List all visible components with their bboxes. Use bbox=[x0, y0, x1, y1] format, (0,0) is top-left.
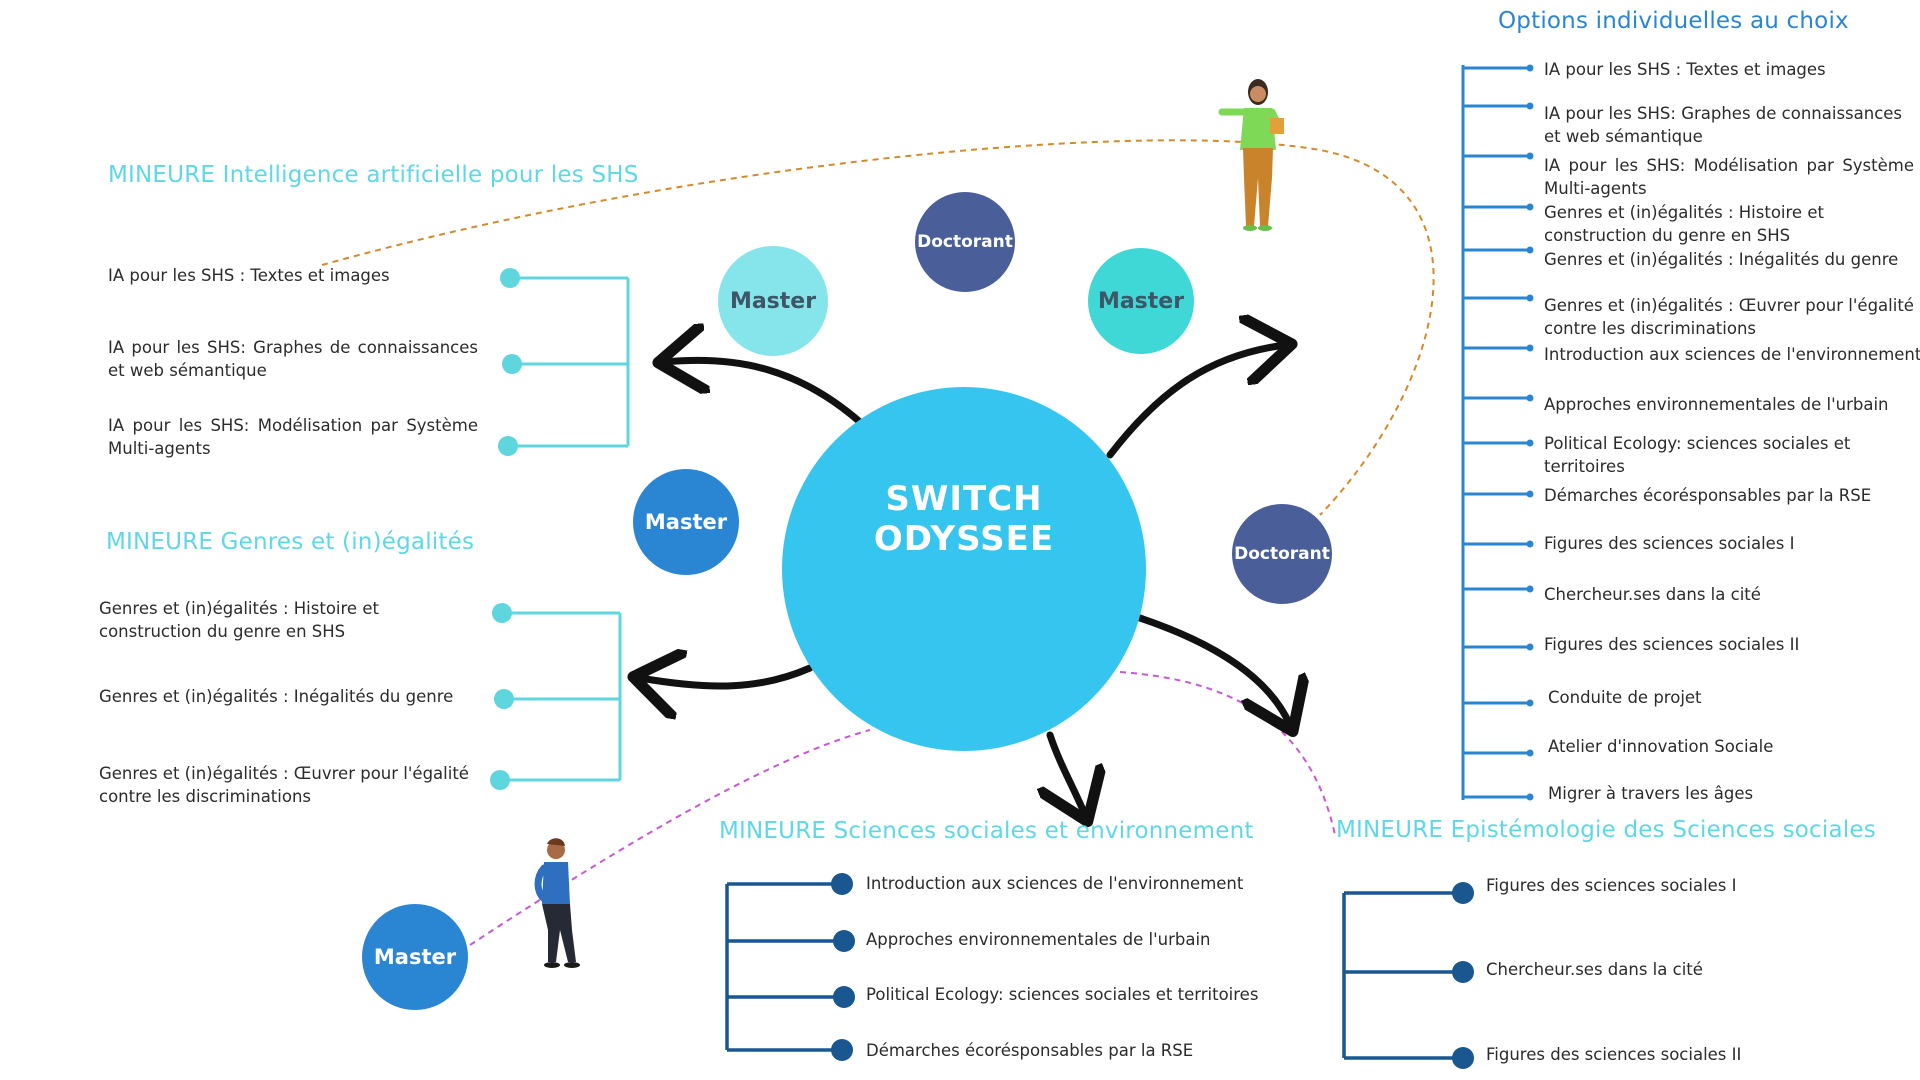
option-item: Political Ecology: sciences sociales et … bbox=[1544, 434, 1851, 476]
option-bullet bbox=[1526, 294, 1534, 302]
env-bullet bbox=[831, 1039, 853, 1061]
option-item: IA pour les SHS: Graphes de connaissance… bbox=[1544, 104, 1903, 146]
ia-bullet bbox=[498, 436, 518, 456]
minor-epist-item: Figures des sciences sociales II bbox=[1486, 1045, 1742, 1064]
arrow-to-epistemologie bbox=[1136, 614, 1290, 725]
option-bullet bbox=[1526, 152, 1534, 160]
genres-bullet bbox=[490, 770, 510, 790]
option-item: Genres et (in)égalités : Inégalités du g… bbox=[1544, 250, 1899, 269]
genres-bracket bbox=[490, 603, 622, 790]
man-figure-illustration bbox=[534, 838, 580, 968]
env-bullet bbox=[833, 930, 855, 952]
option-bullet bbox=[1526, 394, 1534, 402]
ia-bullet bbox=[500, 268, 520, 288]
option-bullet bbox=[1526, 246, 1534, 254]
option-item: Chercheur.ses dans la cité bbox=[1544, 585, 1761, 604]
option-item: Conduite de projet bbox=[1548, 688, 1702, 707]
genres-bullet bbox=[494, 689, 514, 709]
ia-bullet bbox=[502, 354, 522, 374]
option-item: Démarches écorésponsables par la RSE bbox=[1544, 486, 1872, 505]
minor-ia-item: IA pour les SHS: Graphes de connaissance… bbox=[108, 338, 478, 380]
option-item: Introduction aux sciences de l'environne… bbox=[1544, 345, 1920, 364]
option-item: Genres et (in)égalités : Œuvrer pour l'é… bbox=[1544, 296, 1914, 338]
minor-env-item: Approches environnementales de l'urbain bbox=[866, 930, 1211, 949]
dashed-connector-epist bbox=[1119, 671, 1336, 836]
minor-epist-title: MINEURE Epistémologie des Sciences socia… bbox=[1336, 817, 1876, 843]
master-node-bottom-left: Master bbox=[362, 904, 468, 1010]
switch-odyssee-center: SWITCH ODYSSEE bbox=[782, 387, 1146, 751]
option-item: IA pour les SHS : Textes et images bbox=[1544, 60, 1826, 79]
minor-env-item: Démarches écorésponsables par la RSE bbox=[866, 1041, 1194, 1060]
minor-epist-item: Chercheur.ses dans la cité bbox=[1486, 960, 1703, 979]
option-item: Migrer à travers les âges bbox=[1548, 784, 1754, 803]
env-bullet bbox=[831, 873, 853, 895]
option-bullet bbox=[1526, 699, 1534, 707]
env-bracket bbox=[725, 873, 855, 1061]
minor-env-item: Political Ecology: sciences sociales et … bbox=[866, 985, 1259, 1004]
minor-genres-item: Genres et (in)égalités : Œuvrer pour l'é… bbox=[99, 764, 469, 806]
option-bullet bbox=[1526, 793, 1534, 801]
option-bullet bbox=[1526, 344, 1534, 352]
epist-bracket bbox=[1342, 882, 1474, 1069]
option-bullet bbox=[1526, 490, 1534, 498]
option-item: IA pour les SHS: Modélisation par Systèm… bbox=[1544, 156, 1914, 198]
option-bullet bbox=[1526, 102, 1534, 110]
options-title: Options individuelles au choix bbox=[1498, 8, 1849, 34]
master-node-left: Master bbox=[633, 469, 739, 575]
arrow-to-environment bbox=[1050, 731, 1085, 815]
center-title-line2: ODYSSEE bbox=[873, 519, 1055, 559]
option-item: Figures des sciences sociales I bbox=[1544, 534, 1795, 553]
minor-epist-item: Figures des sciences sociales I bbox=[1486, 876, 1737, 895]
option-item: Atelier d'innovation Sociale bbox=[1548, 737, 1774, 756]
minor-ia-item: IA pour les SHS : Textes et images bbox=[108, 266, 390, 285]
option-bullet bbox=[1526, 643, 1534, 651]
genres-bullet bbox=[492, 603, 512, 623]
minor-ia-item: IA pour les SHS: Modélisation par Systèm… bbox=[108, 416, 478, 458]
ia-bracket bbox=[498, 268, 630, 456]
option-bullet bbox=[1526, 585, 1534, 593]
option-bullet bbox=[1526, 203, 1534, 211]
option-item: Approches environnementales de l'urbain bbox=[1544, 395, 1889, 414]
minor-env-item: Introduction aux sciences de l'environne… bbox=[866, 874, 1244, 893]
arrow-to-ia bbox=[665, 360, 864, 426]
env-bullet bbox=[833, 986, 855, 1008]
doctorant-node-right: Doctorant bbox=[1232, 504, 1332, 604]
master-node-top-left: Master bbox=[718, 246, 828, 356]
epist-bullet bbox=[1452, 882, 1474, 904]
epist-bullet bbox=[1452, 961, 1474, 983]
options-bracket bbox=[1461, 64, 1534, 801]
doctorant-node-top: Doctorant bbox=[915, 192, 1015, 292]
center-title-line1: SWITCH bbox=[885, 479, 1043, 519]
arrow-to-top-right bbox=[1106, 345, 1285, 459]
minor-genres-title: MINEURE Genres et (in)égalités bbox=[106, 529, 475, 555]
option-bullet bbox=[1526, 64, 1534, 72]
option-bullet bbox=[1526, 439, 1534, 447]
option-item: Figures des sciences sociales II bbox=[1544, 635, 1800, 654]
arrow-to-genres bbox=[640, 668, 814, 686]
dashed-connector-master bbox=[469, 729, 871, 946]
minor-ia-title: MINEURE Intelligence artificielle pour l… bbox=[108, 162, 639, 188]
epist-bullet bbox=[1452, 1047, 1474, 1069]
option-bullet bbox=[1526, 540, 1534, 548]
option-item: Genres et (in)égalités : Histoire et con… bbox=[1544, 203, 1824, 245]
minor-env-title: MINEURE Sciences sociales et environneme… bbox=[719, 818, 1254, 844]
woman-figure-illustration bbox=[1218, 79, 1284, 231]
option-bullet bbox=[1526, 749, 1534, 757]
minor-genres-item: Genres et (in)égalités : Inégalités du g… bbox=[99, 687, 454, 706]
minor-genres-item: Genres et (in)égalités : Histoire et con… bbox=[99, 599, 379, 641]
master-node-top-right: Master bbox=[1088, 248, 1194, 354]
